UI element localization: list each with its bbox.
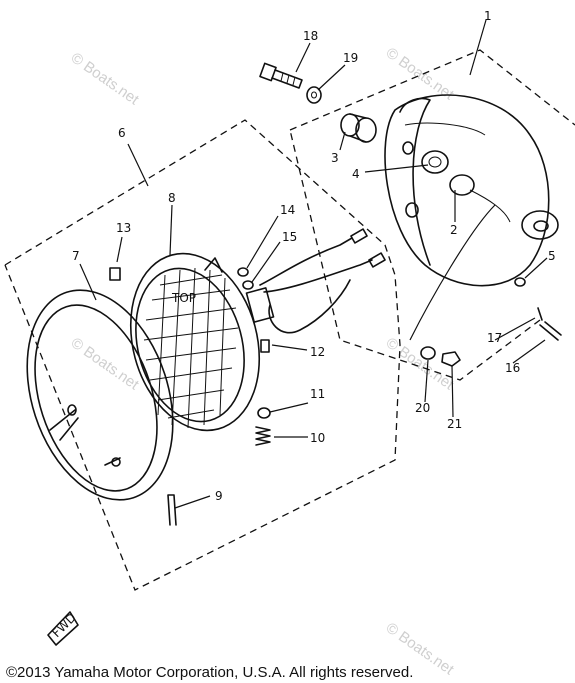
callout-labels: 1 2 3 4 5 6 7 8 9 10 11 12 13 14 15 16 1… <box>72 9 556 503</box>
callout-21: 21 <box>447 417 462 431</box>
bulb-socket <box>245 287 275 323</box>
headlight-housing <box>384 94 559 287</box>
leader-1 <box>469 19 487 76</box>
grommet-3 <box>340 113 377 143</box>
leader-12 <box>271 344 308 351</box>
grommet <box>421 150 449 174</box>
callout-10: 10 <box>310 431 325 445</box>
leader-17 <box>494 317 536 341</box>
mounting-boss <box>521 210 559 240</box>
leader-19 <box>317 64 346 91</box>
leader-15 <box>251 241 281 283</box>
leader-11 <box>269 402 309 413</box>
leader-13 <box>116 236 123 263</box>
headlight-rim <box>26 289 174 501</box>
sealed-beam-unit: TOP <box>129 252 261 432</box>
washer-19 <box>306 86 322 104</box>
callout-1: 1 <box>484 9 492 23</box>
spring-10 <box>255 426 271 446</box>
leader-7 <box>79 263 97 301</box>
callout-7: 7 <box>72 249 80 263</box>
leader-5 <box>524 257 548 279</box>
socket <box>449 174 475 196</box>
screw-17 <box>537 307 543 321</box>
leader-9 <box>174 495 211 509</box>
callout-15: 15 <box>282 230 297 244</box>
callout-2: 2 <box>450 223 458 237</box>
leader-20 <box>424 359 429 403</box>
bolt-18 <box>259 62 303 89</box>
group-outline-headlight <box>4 119 401 591</box>
callout-11: 11 <box>310 387 325 401</box>
bolt-16 <box>539 321 562 341</box>
callout-18: 18 <box>303 29 318 43</box>
fwd-label: FWD <box>49 610 79 640</box>
callout-14: 14 <box>280 203 295 217</box>
callout-20: 20 <box>415 401 430 415</box>
leader-14 <box>246 215 279 269</box>
leader-8 <box>169 204 173 256</box>
leader-3 <box>339 131 346 151</box>
group-outline-housing <box>289 49 575 381</box>
callout-17: 17 <box>487 331 502 345</box>
callout-19: 19 <box>343 51 358 65</box>
fwd-arrow: FWD <box>47 610 79 646</box>
washer-20 <box>420 346 436 360</box>
copyright-notice: ©2013 Yamaha Motor Corporation, U.S.A. A… <box>6 664 414 681</box>
leader-4 <box>364 164 429 173</box>
wiring-harness <box>237 228 386 353</box>
screw-9 <box>167 494 177 526</box>
lens-top-marking: TOP <box>171 291 196 305</box>
callout-3: 3 <box>331 151 339 165</box>
nut-21 <box>441 351 461 367</box>
callout-9: 9 <box>215 489 223 503</box>
callout-16: 16 <box>505 361 520 375</box>
watermarks: © Boats.net © Boats.net © Boats.net © Bo… <box>68 44 458 678</box>
leader-16 <box>512 339 546 364</box>
leader-18 <box>295 42 311 73</box>
callout-13: 13 <box>116 221 131 235</box>
leader-housing-wire <box>409 204 496 341</box>
callout-12: 12 <box>310 345 325 359</box>
leader-6 <box>127 143 149 187</box>
callout-6: 6 <box>118 126 126 140</box>
leader-21 <box>451 365 454 418</box>
callout-4: 4 <box>352 167 360 181</box>
watermark: © Boats.net <box>68 49 143 108</box>
callout-5: 5 <box>548 249 556 263</box>
callout-8: 8 <box>168 191 176 205</box>
nut-11 <box>257 407 271 419</box>
screw-13 <box>109 267 121 281</box>
